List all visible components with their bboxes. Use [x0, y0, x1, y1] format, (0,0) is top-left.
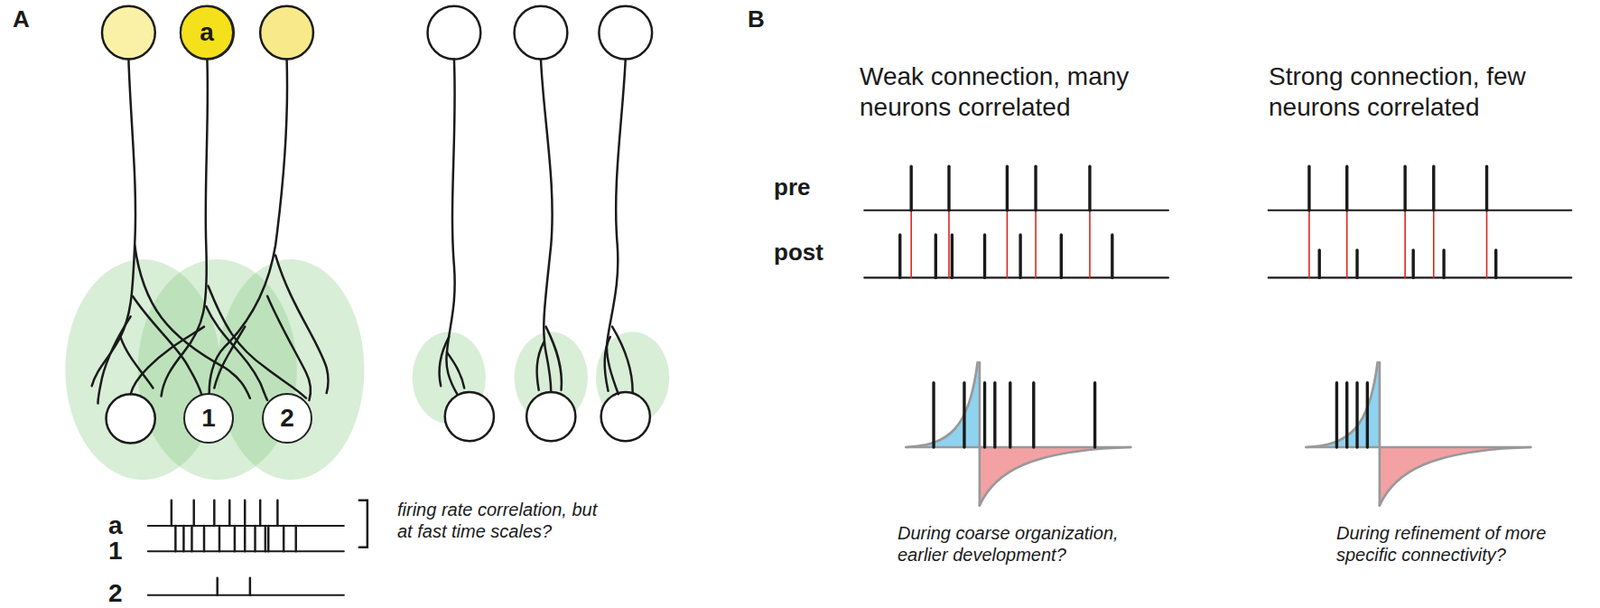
spike-stroke: [931, 382, 935, 447]
spike-stroke: [233, 525, 236, 551]
spike-stroke: [213, 500, 215, 526]
spike-stroke: [1006, 210, 1009, 279]
spike-stroke: [170, 500, 173, 526]
spike-stroke: [1008, 382, 1012, 447]
spike-stroke: [243, 525, 246, 551]
spike-stroke: [182, 525, 185, 551]
spike-stroke: [190, 525, 193, 551]
spike-stroke: [1307, 166, 1311, 211]
train-label: post: [773, 238, 824, 267]
note-text: firing rate correlation, but at fast tim…: [397, 498, 614, 542]
spike-stroke: [910, 210, 912, 279]
spike-stroke: [174, 525, 177, 551]
spike-stroke: [215, 577, 218, 596]
spike-stroke: [1355, 250, 1359, 279]
spike-stroke: [253, 525, 256, 551]
spike-stroke: [1355, 382, 1359, 447]
spike-stroke: [1345, 382, 1349, 447]
neuron-circle: a: [179, 5, 234, 60]
spike-stroke: [1404, 210, 1406, 279]
spike-stroke: [1034, 210, 1037, 279]
spike-stroke: [1033, 166, 1037, 211]
trace-label: a: [108, 510, 123, 541]
spike-stroke: [282, 525, 285, 551]
spike-stroke: [948, 210, 950, 279]
spike-stroke: [1366, 382, 1369, 447]
spike-stroke: [934, 234, 938, 278]
spike-stroke: [218, 525, 221, 551]
spike-stroke: [1110, 234, 1114, 278]
spike-stroke: [1494, 250, 1498, 279]
spike-stroke: [1032, 382, 1035, 447]
spike-stroke: [1411, 250, 1414, 279]
neuron-circle: 1: [183, 392, 234, 444]
spike-stroke: [1088, 166, 1091, 211]
spike-stroke: [1346, 210, 1349, 279]
spike-stroke: [1308, 210, 1311, 279]
spike-stroke: [1486, 210, 1489, 279]
spike-stroke: [898, 234, 902, 278]
spike-stroke: [203, 525, 205, 551]
spike-stroke: [1060, 234, 1063, 278]
spike-stroke: [1335, 382, 1339, 447]
spike-stroke: [909, 166, 912, 211]
spike-stroke: [950, 234, 954, 278]
spike-stroke: [1093, 382, 1097, 447]
spike-stroke: [1318, 250, 1321, 279]
spike-stroke: [1088, 210, 1091, 279]
spike-stroke: [1432, 166, 1435, 211]
spike-stroke: [264, 525, 267, 551]
spike-stroke: [249, 577, 252, 596]
caption-text: During refinement of more specific conne…: [1336, 521, 1576, 566]
spike-stroke: [1403, 166, 1406, 211]
trace-label: 1: [108, 535, 123, 567]
spike-stroke: [1485, 166, 1489, 211]
spike-stroke: [228, 500, 231, 526]
panel-letter: A: [12, 5, 30, 34]
panel-heading: Weak connection, many neurons correlated: [859, 61, 1172, 122]
caption-text: During coarse organization, earlier deve…: [897, 521, 1137, 566]
panel-heading: Strong connection, few neurons correlate…: [1268, 61, 1581, 122]
spike-stroke: [294, 525, 297, 551]
spike-stroke: [1005, 166, 1009, 211]
spike-stroke: [983, 382, 987, 447]
spike-stroke: [192, 500, 195, 526]
spike-stroke: [243, 500, 246, 526]
spike-stroke: [947, 166, 950, 211]
neuron-label: a: [199, 18, 214, 47]
spike-stroke: [983, 234, 987, 278]
trace-label: 2: [108, 577, 123, 608]
spike-stroke: [1441, 250, 1445, 279]
neuron-circle: 2: [261, 392, 313, 444]
spike-stroke: [276, 500, 279, 526]
spike-stroke: [267, 525, 270, 551]
neuron-label: 2: [279, 403, 295, 433]
spike-stroke: [1345, 166, 1349, 211]
panel-letter: B: [747, 5, 765, 34]
spike-stroke: [962, 382, 966, 447]
spike-stroke: [1018, 234, 1022, 278]
neuron-label: 1: [201, 403, 216, 433]
train-label: pre: [773, 173, 810, 202]
spike-stroke: [259, 500, 261, 526]
spike-stroke: [1432, 210, 1435, 279]
spike-stroke: [993, 382, 996, 447]
